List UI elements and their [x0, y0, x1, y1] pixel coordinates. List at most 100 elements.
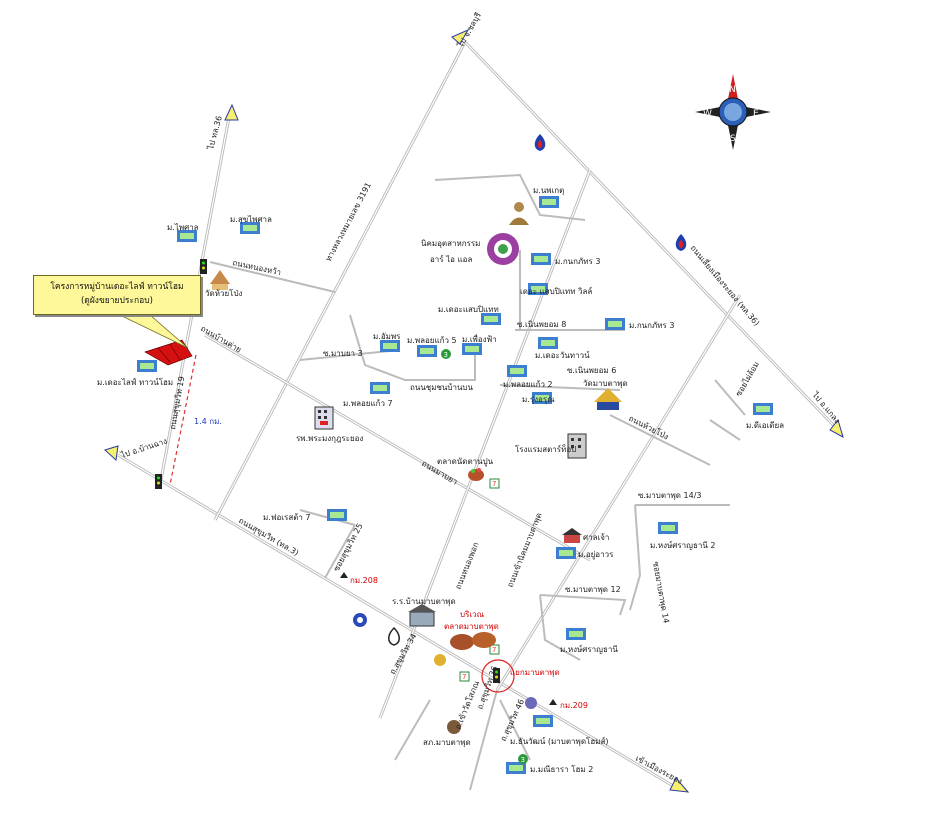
market-basket-icon [450, 632, 496, 650]
svg-text:ม.พลอยแก้ว 2: ม.พลอยแก้ว 2 [503, 380, 553, 389]
svg-text:7: 7 [492, 646, 496, 654]
svg-text:วัดมาบตาพุด: วัดมาบตาพุด [583, 379, 628, 388]
svg-text:3: 3 [521, 756, 525, 764]
project-location-icon [144, 339, 193, 366]
bus-icon: 3 [518, 754, 528, 764]
svg-text:7: 7 [462, 673, 466, 681]
svg-text:บริเวณ: บริเวณ [460, 610, 485, 619]
svg-text:ม.ฟอเรสต้า 7: ม.ฟอเรสต้า 7 [263, 513, 311, 522]
intersection-ring [481, 659, 515, 693]
traffic-light-icon [493, 668, 500, 683]
bank-icon [353, 613, 367, 627]
svg-text:ทางหลวงหมายเลข 3191: ทางหลวงหมายเลข 3191 [324, 181, 373, 263]
svg-text:ตลาดนัดตานปูน: ตลาดนัดตานปูน [437, 457, 494, 467]
village-icon [753, 403, 773, 415]
svg-text:3: 3 [444, 351, 448, 359]
industrial-estate-logo-icon [487, 233, 519, 265]
svg-text:ม.เดอะไลฟ์ ทาวน์โฮม: ม.เดอะไลฟ์ ทาวน์โฮม [97, 377, 173, 387]
village-icon [462, 343, 482, 355]
svg-text:ซอยสุขุมวิท 25: ซอยสุขุมวิท 25 [332, 522, 365, 573]
project-callout-note: (ดูผังขยายประกอบ) [80, 296, 153, 306]
project-callout: โครงการหมู่บ้านเดอะไลฟ์ ทาวน์โฮม (ดูผังข… [33, 275, 201, 315]
village-icon [538, 337, 558, 349]
svg-text:ศาลเจ้า: ศาลเจ้า [583, 533, 609, 542]
svg-text:ไป อ.บ้านฉาง: ไป อ.บ้านฉาง [119, 437, 168, 461]
bus-icon: 3 [441, 349, 451, 359]
road-network [117, 40, 842, 792]
svg-text:ไป จ.ชลบุรี: ไป จ.ชลบุรี [455, 10, 483, 49]
svg-text:ซ.มาบยา 3: ซ.มาบยา 3 [323, 349, 363, 358]
compass-rose-icon: N S E W [695, 74, 771, 150]
svg-text:ม.ไพศาล: ม.ไพศาล [167, 223, 199, 232]
svg-text:ซอยไผ่ล้อม: ซอยไผ่ล้อม [734, 360, 761, 398]
svg-text:ถนนชุมชนบ้านบน: ถนนชุมชนบ้านบน [410, 383, 474, 392]
traffic-light-icon [200, 259, 207, 274]
convenience-store-icon: 7 [459, 671, 470, 682]
village-icon [539, 196, 559, 208]
svg-text:ม.กนกภัทร 3: ม.กนกภัทร 3 [555, 257, 600, 266]
svg-text:ม.อัมพร: ม.อัมพร [373, 332, 401, 341]
svg-text:ถนนหนองหว้า: ถนนหนองหว้า [232, 258, 282, 277]
traffic-light-icon [155, 474, 162, 489]
village-icon [528, 283, 548, 295]
svg-text:ซ.เนินพยอม 8: ซ.เนินพยอม 8 [517, 320, 566, 329]
fuel-station-icon [534, 134, 546, 151]
svg-text:E: E [753, 109, 759, 119]
svg-text:ตลาดมาบตาพุด: ตลาดมาบตาพุด [444, 622, 499, 631]
svg-text:แยกมาบตาพุด: แยกมาบตาพุด [510, 668, 560, 677]
shrine-icon [562, 528, 582, 543]
market-basket-icon [468, 468, 484, 481]
svg-text:ม.ดีเอเดียล: ม.ดีเอเดียล [746, 421, 784, 430]
convenience-store-icon: 7 [489, 478, 500, 489]
svg-text:W: W [703, 109, 712, 119]
svg-text:ซ.มาบตาพุด 12: ซ.มาบตาพุด 12 [565, 585, 621, 594]
svg-text:ม.เดอะวันทาวน์: ม.เดอะวันทาวน์ [535, 350, 590, 360]
village-icons [137, 196, 773, 774]
village-icon [481, 313, 501, 325]
svg-text:วัดห้วยโป่ง: วัดห้วยโป่ง [205, 288, 243, 298]
svg-text:โรงแรมสตาร์ท็อป: โรงแรมสตาร์ท็อป [515, 444, 576, 454]
svg-text:ถนนสุขุมวิท (ทล.3): ถนนสุขุมวิท (ทล.3) [237, 516, 300, 558]
village-icon [566, 628, 586, 640]
svg-text:สภ.มาบตาพุด: สภ.มาบตาพุด [423, 738, 471, 747]
svg-text:ม.อยู่อาวร: ม.อยู่อาวร [578, 550, 614, 560]
svg-text:ม.พลอยแก้ว 5: ม.พลอยแก้ว 5 [407, 336, 457, 345]
convenience-store-icon: 7 [489, 644, 500, 655]
svg-text:N: N [729, 85, 736, 95]
km-marker-icon [340, 572, 348, 578]
arrow-to-klaeng: ไป อ.แกลง [810, 390, 844, 439]
arrow-to-rayong-city: เข้าเมืองระยอง [634, 754, 690, 793]
svg-text:เข้าเมืองระยอง: เข้าเมืองระยอง [634, 754, 684, 786]
buddha-statue-icon [509, 202, 529, 225]
svg-text:ม.หงษ์ศราญธานี 2: ม.หงษ์ศราญธานี 2 [650, 540, 715, 550]
fuel-station-icon [388, 626, 400, 646]
svg-text:ม.เดอะแสบปิแทท: ม.เดอะแสบปิแทท [438, 305, 499, 314]
svg-text:S: S [730, 134, 736, 144]
svg-text:ม.มณีธารา โฮม 2: ม.มณีธารา โฮม 2 [530, 764, 593, 774]
svg-text:รพ.พระมงกุฎระยอง: รพ.พระมงกุฎระยอง [296, 434, 363, 443]
svg-text:ม.พลอยแก้ว 7: ม.พลอยแก้ว 7 [343, 399, 393, 408]
svg-text:กม.209: กม.209 [560, 701, 588, 710]
svg-text:ไป ทล.36: ไป ทล.36 [206, 115, 224, 152]
callout-pointer [119, 314, 189, 349]
village-icon [240, 222, 260, 234]
svg-text:ม.เพื่องฟ้า: ม.เพื่องฟ้า [462, 333, 497, 344]
svg-text:ซ.มาบตาพุด 14/3: ซ.มาบตาพุด 14/3 [638, 491, 701, 500]
village-icon [370, 382, 390, 394]
school-icon [408, 604, 436, 627]
svg-text:1.4 กม.: 1.4 กม. [194, 417, 222, 426]
hotel-icon [567, 433, 587, 459]
village-icon [658, 522, 678, 534]
village-icon [177, 230, 197, 242]
svg-text:ซอยมาบตาพุด 14: ซอยมาบตาพุด 14 [651, 561, 671, 624]
village-icon [605, 318, 625, 330]
arrow-to-rd-36: ไป ทล.36 [206, 103, 239, 152]
temple-icon [210, 270, 230, 290]
svg-text:ม.รุ่งอรุณ: ม.รุ่งอรุณ [522, 395, 555, 404]
village-icon [531, 253, 551, 265]
village-icon [137, 360, 157, 372]
arrow-to-ban-chang: ไป อ.บ้านฉาง [104, 437, 168, 462]
village-icon [506, 762, 526, 774]
village-icon [533, 715, 553, 727]
